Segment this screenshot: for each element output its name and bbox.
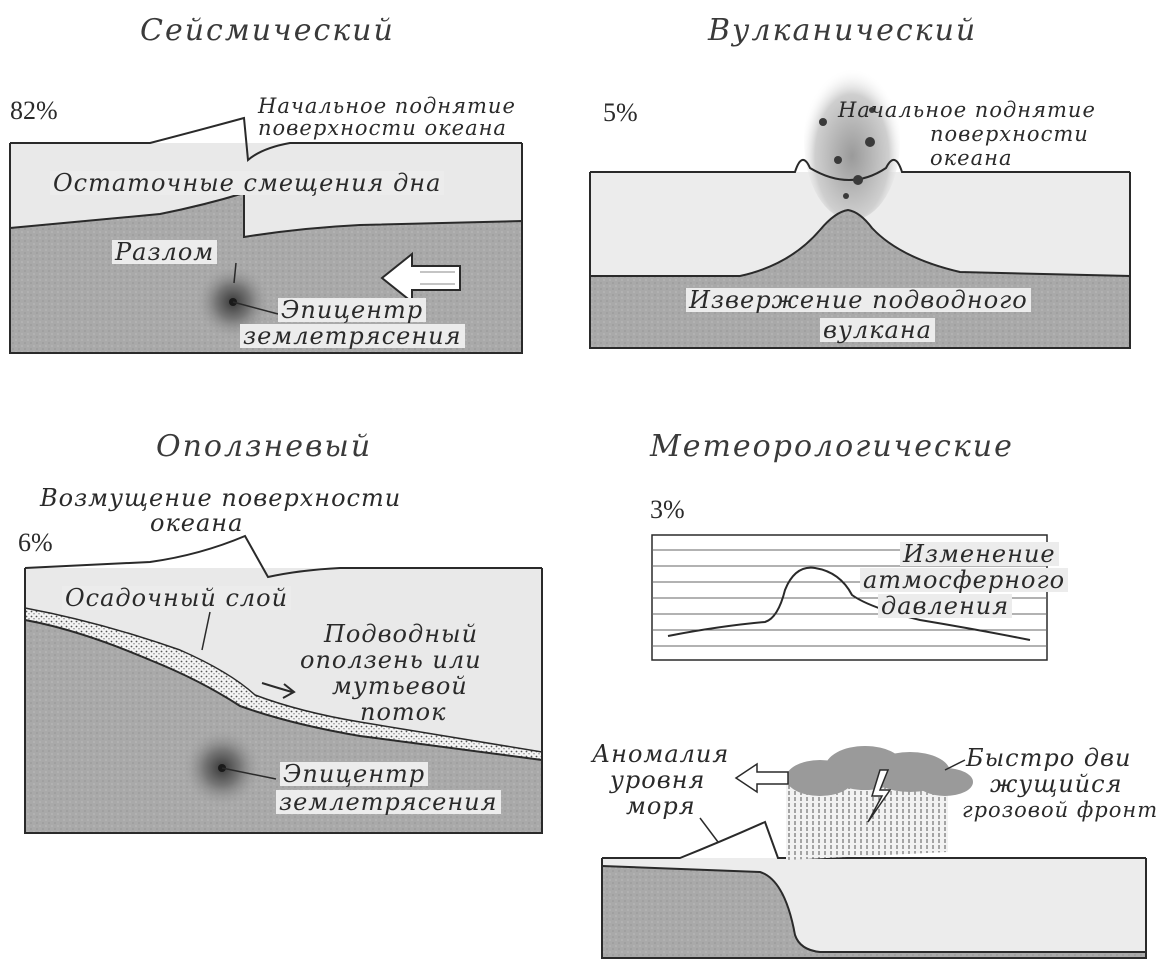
landslide-slide-label-2: оползень или — [300, 648, 482, 672]
volcanic-title: Вулканический — [708, 16, 977, 46]
landslide-percent: 6% — [18, 530, 53, 556]
volcanic-plume — [804, 60, 900, 220]
seismic-fault-label: Разлом — [112, 240, 217, 264]
sea-anomaly-label-2: уровня — [610, 768, 705, 792]
storm-front-label-3: грозовой фронт — [962, 800, 1158, 821]
seismic-uplift-label-1: Начальное поднятие — [258, 96, 516, 117]
meteorological-percent: 3% — [650, 497, 685, 523]
volcanic-uplift-label-3: океана — [930, 148, 1012, 169]
landslide-disturbance-label-1: Возмущение поверхности — [40, 486, 401, 510]
volcanic-uplift-label-1: Начальное поднятие — [838, 100, 1096, 121]
seismic-panel — [10, 118, 522, 353]
volcanic-uplift-label-2: поверхности — [930, 124, 1089, 145]
storm-front-label-1: Быстро дви — [966, 746, 1131, 770]
pressure-label-3: давления — [878, 594, 1012, 618]
seismic-title: Сейсмический — [140, 16, 395, 46]
meteorological-title: Метеорологические — [650, 432, 1014, 462]
landslide-slide-label-4: поток — [360, 700, 446, 724]
pressure-label-2: атмосферного — [860, 568, 1068, 592]
seismic-epicenter-label-1: Эпицентр — [278, 298, 426, 322]
pressure-label-1: Изменение — [900, 542, 1059, 566]
volcanic-eruption-label-1: Извержение подводного — [686, 288, 1031, 312]
landslide-sediment-label: Осадочный слой — [62, 586, 291, 610]
seismic-uplift-label-2: поверхности океана — [258, 118, 507, 139]
landslide-title: Оползневый — [156, 432, 372, 462]
seismic-epicenter-label-2: землетрясения — [240, 324, 465, 348]
sea-anomaly-label-3: моря — [626, 794, 696, 818]
landslide-epicenter-label-1: Эпицентр — [280, 762, 428, 786]
seismic-percent: 82% — [10, 98, 58, 124]
landslide-slide-label-1: Подводный — [324, 622, 478, 646]
landslide-epicenter-label-2: землетрясения — [276, 790, 501, 814]
volcanic-percent: 5% — [603, 100, 638, 126]
seismic-residual-label: Остаточные смещения дна — [50, 171, 444, 195]
storm-front-label-2: жущийся — [990, 772, 1122, 796]
volcanic-eruption-label-2: вулкана — [820, 318, 935, 342]
landslide-slide-label-3: мутьевой — [332, 674, 468, 698]
landslide-disturbance-label-2: океана — [150, 511, 243, 535]
sea-anomaly-label-1: Аномалия — [592, 742, 729, 766]
meteo-motion-arrow — [736, 764, 788, 792]
